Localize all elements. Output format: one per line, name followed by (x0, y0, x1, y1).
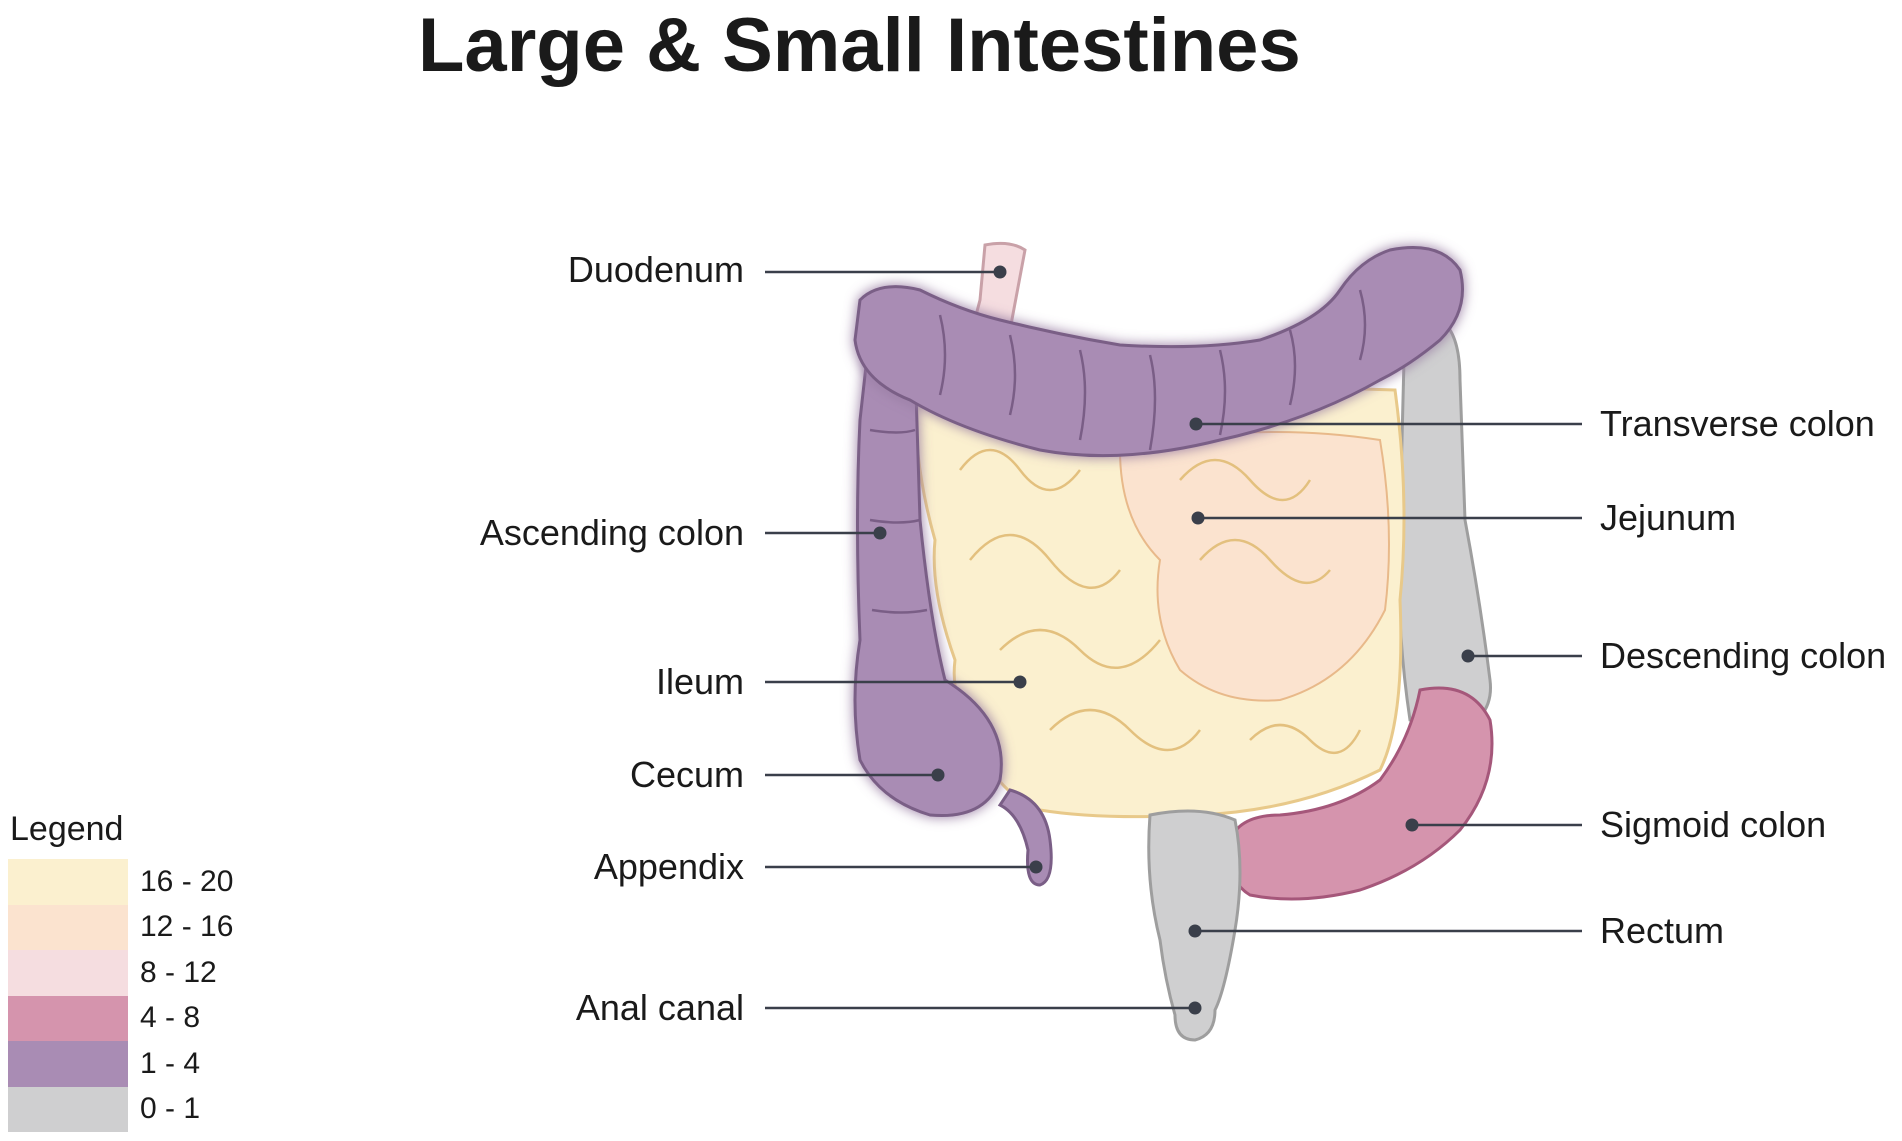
legend-label: 4 - 8 (140, 1001, 201, 1035)
descending-colon-shape (1397, 314, 1492, 737)
label-ileum: Ileum (656, 661, 744, 702)
legend-row: 8 - 12 (8, 950, 338, 996)
legend-label: 0 - 1 (140, 1092, 201, 1126)
label-duodenum: Duodenum (568, 249, 744, 290)
legend-row: 4 - 8 (8, 995, 338, 1041)
colon-haustra (869, 289, 1367, 614)
legend-swatch (8, 904, 128, 950)
legend-swatch (8, 859, 128, 905)
legend-title: Legend (10, 810, 124, 848)
legend-swatch (8, 1086, 128, 1132)
label-descending-colon: Descending colon (1600, 635, 1886, 676)
label-sigmoid-colon: Sigmoid colon (1600, 804, 1826, 845)
legend-label: 16 - 20 (140, 864, 234, 898)
page-title: Large & Small Intestines (418, 3, 1301, 88)
ascending-colon-shape (853, 326, 1003, 818)
label-transverse-colon: Transverse colon (1600, 403, 1875, 444)
transverse-colon-shape (853, 246, 1464, 458)
legend-swatch (8, 1041, 128, 1087)
intestine-coils (959, 448, 1362, 755)
legend-row: 12 - 16 (8, 904, 338, 950)
legend-swatch (8, 995, 128, 1041)
label-appendix: Appendix (594, 846, 744, 887)
leader-lines (765, 265, 1582, 1015)
label-ascending-colon: Ascending colon (480, 512, 744, 553)
label-rectum: Rectum (1600, 910, 1724, 951)
legend-label: 1 - 4 (140, 1046, 201, 1080)
legend-label: 8 - 12 (140, 955, 217, 989)
legend-label: 12 - 16 (140, 910, 234, 944)
sigmoid-colon-shape (1227, 686, 1494, 901)
legend: Legend 16 - 20 12 - 16 8 - 12 4 - 8 1 - … (8, 810, 338, 1132)
jejunum-shape (1118, 431, 1390, 702)
legend-row: 1 - 4 (8, 1041, 338, 1087)
legend-swatch (8, 950, 128, 996)
legend-row: 0 - 1 (8, 1086, 338, 1132)
legend-row: 16 - 20 (8, 859, 338, 905)
label-jejunum: Jejunum (1600, 497, 1736, 538)
label-cecum: Cecum (630, 754, 744, 795)
label-anal-canal: Anal canal (576, 987, 744, 1028)
